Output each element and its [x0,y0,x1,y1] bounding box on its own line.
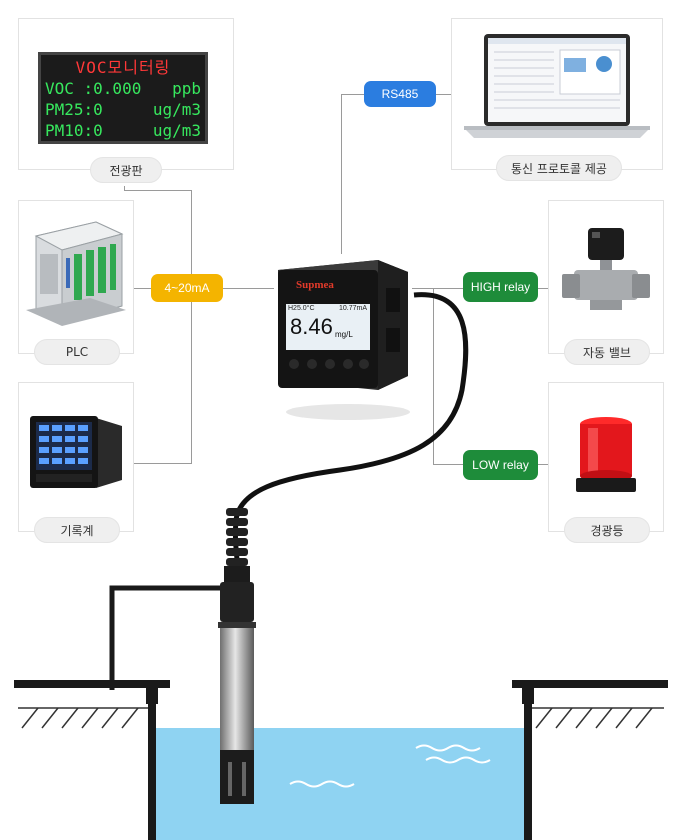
tank-scene [14,585,668,840]
led-pm10-row: PM10:0 ug/m3 [45,120,201,141]
recorder-device-image [30,416,122,488]
laptop-image [464,34,650,138]
meter-temp: H25.0°C [288,305,315,312]
alarm-light-image [576,417,636,492]
display-board-label: 전광판 [90,157,162,183]
recorder-label: 기록계 [34,517,120,543]
led-voc-row: VOC :0.000 ppb [45,78,201,99]
alarm-light-label: 경광등 [564,517,650,543]
line-display-down [124,186,125,191]
led-pm25-label: PM25:0 [45,100,103,119]
plc-device-image [26,221,126,326]
line-meter-up [341,94,342,254]
low-relay-tag: LOW relay [463,450,538,480]
high-relay-tag: HIGH relay [463,272,538,302]
led-voc-unit: ppb [172,79,201,98]
line-relay-vertical [433,288,434,465]
led-pm10-label: PM10:0 [45,121,103,140]
led-pm10-unit: ug/m3 [152,121,201,140]
analog-output-tag: 4~20mA [151,274,223,302]
valve-image [562,228,650,310]
meter-reading: 8.46 [290,314,333,339]
meter-current: 10.77mA [339,305,368,312]
plc-label: PLC [34,339,120,365]
line-recorder-horizontal [134,463,192,464]
sensor-probe [218,566,256,804]
led-title: VOC모니터링 [75,58,171,77]
line-display-horizontal [124,190,192,191]
led-display-board: VOC모니터링 VOC :0.000 ppb PM25:0 ug/m3 PM10:0… [38,52,208,144]
led-pm25-unit: ug/m3 [152,100,201,119]
meter-unit: mg/L [335,330,353,339]
led-pm25-row: PM25:0 ug/m3 [45,99,201,120]
valve-label: 자동 밸브 [564,339,650,365]
meter-device [278,260,410,420]
protocol-label: 통신 프로토콜 제공 [496,155,622,181]
meter-brand: Supmea [296,279,334,291]
led-voc-label: VOC :0.000 [45,79,142,98]
rs485-tag: RS485 [364,81,436,107]
line-vertical-left-bus [191,190,192,464]
